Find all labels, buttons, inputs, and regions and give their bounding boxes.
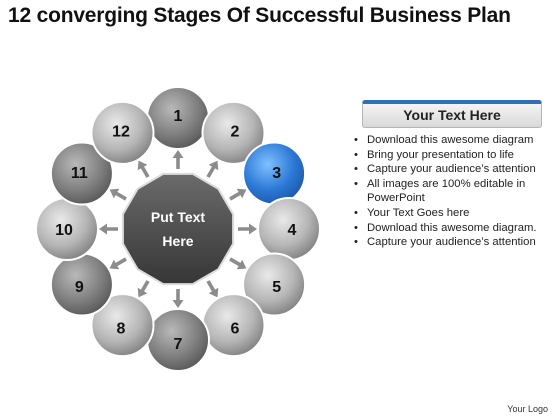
stage-label-6: 6 — [231, 321, 240, 338]
stage-label-8: 8 — [117, 321, 126, 338]
stage-label-12: 12 — [112, 123, 130, 140]
arrow-7 — [172, 289, 184, 308]
stage-label-3: 3 — [272, 165, 281, 182]
arrow-1 — [172, 150, 184, 169]
stage-circle-8 — [90, 293, 155, 358]
bullet-list: Download this awesome diagram Bring your… — [352, 133, 542, 250]
stage-label-4: 4 — [288, 222, 297, 239]
arrow-4 — [238, 223, 257, 235]
stage-label-1: 1 — [174, 108, 183, 125]
panel-header: Your Text Here — [362, 100, 542, 128]
bullet-item: Capture your audience’s attention — [352, 162, 542, 177]
arrow-11 — [109, 188, 127, 201]
stage-label-5: 5 — [272, 279, 281, 296]
arrow-6 — [206, 280, 219, 298]
stage-label-7: 7 — [174, 336, 183, 353]
stage-circle-11 — [49, 141, 114, 206]
stage-label-9: 9 — [75, 279, 84, 296]
bullet-item: Download this awesome diagram — [352, 133, 542, 148]
center-text-line-2: Here — [162, 233, 193, 249]
arrow-12 — [137, 160, 150, 178]
page-title: 12 converging Stages Of Successful Busin… — [8, 4, 511, 27]
stage-circle-12 — [90, 100, 155, 165]
stage-label-10: 10 — [55, 222, 73, 239]
bullet-item: Your Text Goes here — [352, 206, 542, 221]
stage-label-2: 2 — [231, 123, 240, 140]
arrow-9 — [109, 257, 127, 270]
stage-label-11: 11 — [71, 165, 88, 182]
stage-circle-5 — [242, 252, 307, 317]
bullet-item: All images are 100% editable in PowerPoi… — [352, 177, 542, 206]
logo-text: Your Logo — [507, 404, 548, 414]
bullet-item: Bring your presentation to life — [352, 148, 542, 163]
arrow-3 — [229, 188, 247, 201]
stage-circle-2 — [201, 100, 266, 165]
arrow-8 — [137, 280, 150, 298]
bullet-item: Download this awesome diagram. — [352, 221, 542, 236]
bullet-item: Capture your audience’s attention — [352, 235, 542, 250]
arrow-5 — [229, 257, 247, 270]
center-text-line-1: Put Text — [151, 209, 206, 225]
arrow-2 — [206, 160, 219, 178]
arrow-10 — [99, 223, 118, 235]
center-dodecagon — [121, 172, 235, 286]
